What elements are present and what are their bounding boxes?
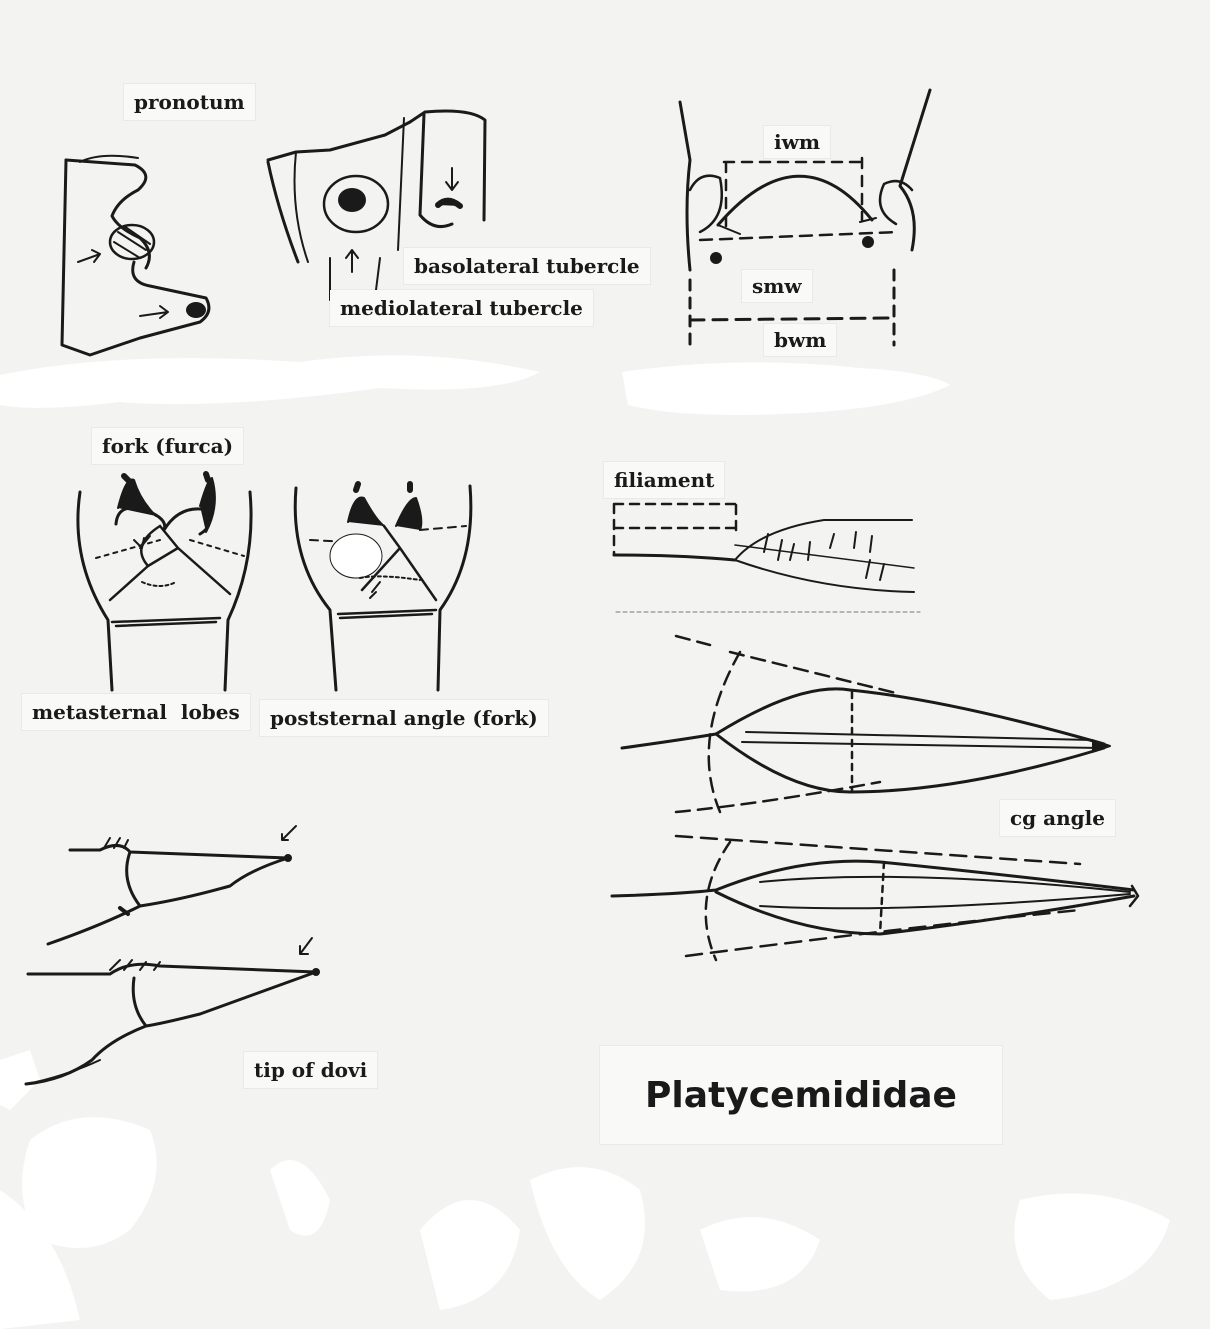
cg-angle-upper-sketch	[622, 636, 1110, 812]
label-mediolateral-tubercle: mediolateral tubercle	[330, 290, 593, 326]
label-smw: smw	[742, 270, 812, 302]
label-tip-of-dovi: tip of dovi	[244, 1052, 377, 1088]
tip-of-dovi-sketch	[26, 826, 320, 1084]
poststernal-angle-sketch	[295, 484, 471, 690]
pronotum-side-sketch	[62, 156, 209, 355]
label-fork-furca: fork (furca)	[92, 428, 243, 464]
correction-fluid-patches	[0, 355, 1170, 1329]
metasternal-lobes-sketch	[78, 474, 251, 690]
cg-angle-lower-sketch	[612, 836, 1138, 960]
label-poststernal-angle: poststernal angle (fork)	[260, 700, 548, 736]
label-bwm: bwm	[764, 324, 836, 356]
filament-sketch	[614, 504, 920, 612]
label-pronotum: pronotum	[124, 84, 255, 120]
label-cg-angle: cg angle	[1000, 800, 1115, 836]
label-iwm: iwm	[764, 126, 830, 158]
label-metasternal-lobes: metasternal lobes	[22, 694, 250, 730]
label-filiament: filiament	[604, 462, 724, 498]
family-title: Platycemididae	[600, 1046, 1002, 1144]
label-basolateral-tubercle: basolateral tubercle	[404, 248, 650, 284]
